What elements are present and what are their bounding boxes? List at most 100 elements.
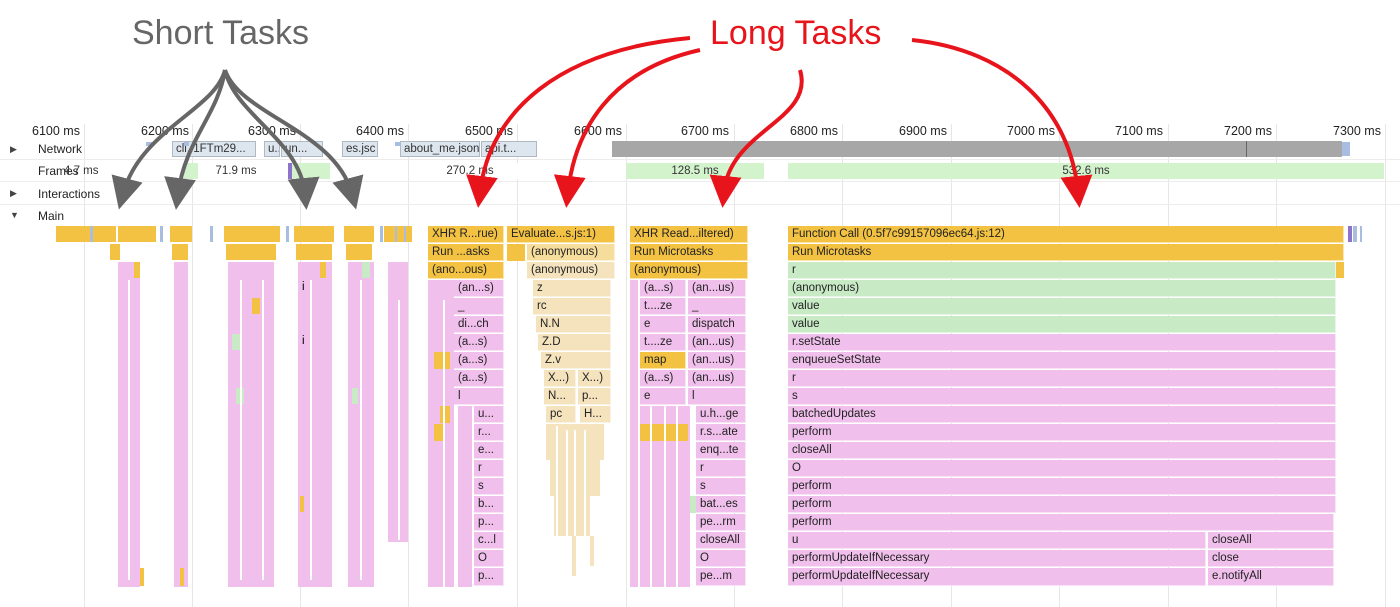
flame-block[interactable]: Evaluate...s.js:1) (507, 226, 615, 243)
flame-block[interactable]: Z.D (538, 334, 611, 351)
frame-duration[interactable]: 4.7 ms (64, 165, 99, 177)
flame-block[interactable]: r (474, 460, 504, 477)
flame-block[interactable]: closeAll (788, 442, 1336, 459)
flame-block[interactable]: perform (788, 496, 1336, 513)
flame-block[interactable]: di...ch (454, 316, 504, 333)
flame-block[interactable]: r.s...ate (696, 424, 746, 441)
flame-block[interactable]: X...) (578, 370, 611, 387)
flame-block[interactable]: t....ze (640, 334, 686, 351)
flame-block[interactable]: p... (474, 514, 504, 531)
frame-duration[interactable]: 71.9 ms (185, 163, 287, 179)
flame-block[interactable]: N.N (536, 316, 611, 333)
flame-block[interactable]: s (788, 388, 1336, 405)
network-request[interactable]: u... (264, 141, 280, 157)
flame-block[interactable]: p... (474, 568, 504, 586)
flame-block[interactable]: enq...te (696, 442, 746, 459)
flame-block[interactable]: (an...us) (688, 280, 746, 297)
flame-block[interactable]: (an...us) (688, 352, 746, 369)
track-frames[interactable]: Frames (38, 164, 79, 178)
expand-interactions-icon[interactable]: ▶ (10, 188, 17, 198)
track-main[interactable]: Main (38, 209, 65, 223)
flame-block[interactable]: z (533, 280, 611, 297)
flame-block[interactable]: u... (474, 406, 504, 423)
flame-block[interactable]: bat...es (696, 496, 746, 513)
flame-block[interactable]: Function Call (0.5f7c99157096ec64.js:12) (788, 226, 1344, 243)
flame-block[interactable]: map (640, 352, 686, 369)
tick-label: 6700 ms (681, 124, 729, 138)
flame-block[interactable]: N... (544, 388, 576, 405)
track-interactions[interactable]: Interactions (38, 187, 101, 201)
flame-block[interactable]: r (788, 262, 1336, 279)
flame-block[interactable]: (anonymous) (527, 262, 615, 279)
flame-block[interactable]: p... (578, 388, 611, 405)
flame-block[interactable]: Run Microtasks (788, 244, 1344, 261)
flame-block[interactable]: enqueueSetState (788, 352, 1336, 369)
flame-block[interactable]: e (640, 316, 686, 333)
flame-block[interactable]: Z.v (541, 352, 611, 369)
flame-block[interactable]: (an...us) (688, 334, 746, 351)
flame-block[interactable]: (ano...ous) (428, 262, 504, 279)
network-request[interactable]: about_me.json (400, 141, 480, 157)
flame-block[interactable]: X...) (544, 370, 576, 387)
flame-block[interactable]: (a...s) (640, 280, 686, 297)
flame-block[interactable]: e... (474, 442, 504, 459)
flame-block[interactable]: c...l (474, 532, 504, 549)
flame-block[interactable]: (a...s) (454, 370, 504, 387)
flame-block[interactable]: perform (788, 424, 1336, 441)
flame-block[interactable]: (anonymous) (527, 244, 615, 261)
flame-block[interactable]: r... (474, 424, 504, 441)
flame-block[interactable]: performUpdateIfNecessary (788, 550, 1206, 567)
flame-block[interactable]: _ (454, 298, 504, 315)
flame-block[interactable]: l (454, 388, 504, 405)
flame-block[interactable]: pe...m (696, 568, 746, 586)
network-request[interactable]: es.jsc (342, 141, 378, 157)
network-request-bar[interactable] (612, 141, 1342, 157)
flame-block[interactable]: u.h...ge (696, 406, 746, 423)
flame-block[interactable]: value (788, 316, 1336, 333)
flame-block[interactable]: (an...s) (454, 280, 504, 297)
flame-block[interactable]: O (696, 550, 746, 567)
flame-block[interactable]: close (1208, 550, 1334, 567)
flame-block[interactable]: dispatch (688, 316, 746, 333)
flame-block[interactable]: _ (688, 298, 746, 315)
flame-block[interactable]: H... (580, 406, 611, 423)
flame-block[interactable]: pc (546, 406, 576, 423)
flame-block[interactable]: t....ze (640, 298, 686, 315)
flame-block[interactable]: closeAll (1208, 532, 1334, 549)
expand-network-icon[interactable]: ▶ (10, 144, 17, 154)
flame-block[interactable]: (anonymous) (788, 280, 1336, 297)
flame-block[interactable]: value (788, 298, 1336, 315)
flame-block[interactable]: s (474, 478, 504, 495)
flame-block[interactable]: (a...s) (454, 352, 504, 369)
flame-block[interactable]: e (640, 388, 686, 405)
flame-block[interactable]: rc (533, 298, 611, 315)
collapse-main-icon[interactable]: ▼ (10, 210, 19, 220)
flame-block[interactable]: r (788, 370, 1336, 387)
flame-block[interactable]: Run Microtasks (630, 244, 748, 261)
flame-block[interactable]: O (474, 550, 504, 567)
flame-block[interactable]: Run ...asks (428, 244, 504, 261)
flame-block[interactable]: batchedUpdates (788, 406, 1336, 423)
flame-block[interactable]: perform (788, 478, 1336, 495)
track-network[interactable]: Network (38, 142, 83, 156)
flame-block[interactable]: l (688, 388, 746, 405)
flame-block[interactable]: performUpdateIfNecessary (788, 568, 1206, 586)
short-task-label: i (302, 335, 305, 347)
network-request[interactable]: un... (281, 141, 323, 157)
flame-block[interactable]: b... (474, 496, 504, 513)
flame-block[interactable]: u (788, 532, 1206, 549)
flame-block[interactable]: (a...s) (454, 334, 504, 351)
flame-block[interactable]: pe...rm (696, 514, 746, 531)
flame-block[interactable]: e.notifyAll (1208, 568, 1334, 586)
flame-block[interactable]: r (696, 460, 746, 477)
flame-block[interactable]: (a...s) (640, 370, 686, 387)
flame-block[interactable]: (anonymous) (630, 262, 748, 279)
flame-block[interactable]: s (696, 478, 746, 495)
flame-block[interactable]: perform (788, 514, 1334, 531)
flame-block[interactable]: r.setState (788, 334, 1336, 351)
flame-block[interactable]: XHR R...rue) (428, 226, 504, 243)
flame-block[interactable]: (an...us) (688, 370, 746, 387)
flame-block[interactable]: XHR Read...iltered) (630, 226, 748, 243)
flame-block[interactable]: closeAll (696, 532, 746, 549)
flame-block[interactable]: O (788, 460, 1336, 477)
